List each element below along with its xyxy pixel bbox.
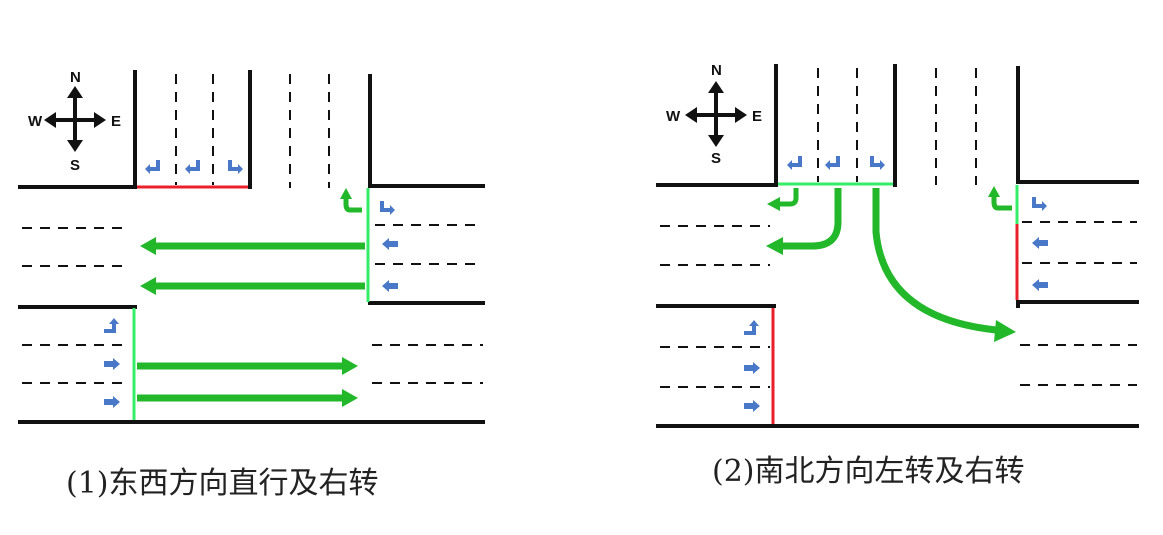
lane-markings	[660, 68, 1137, 388]
flow-arrows	[766, 186, 1016, 342]
turn-arrow-icon	[380, 201, 395, 215]
flow-arrows	[137, 188, 365, 407]
compass-icon: N S W E	[28, 69, 121, 174]
diagram-left: N S W E	[18, 69, 485, 501]
turn-arrow-icon	[744, 320, 759, 335]
straight-arrow-icon	[1032, 279, 1048, 291]
turn-arrow-icon	[870, 156, 885, 170]
compass-south-label: S	[70, 157, 80, 174]
flow-arrow-icon	[343, 198, 362, 213]
flow-arrow-icon	[780, 188, 799, 207]
flow-arrow-icon	[991, 196, 1012, 211]
compass-east-label: E	[111, 113, 121, 130]
road-edges	[18, 70, 485, 424]
straight-arrow-icon	[744, 362, 760, 374]
compass-north-label: N	[70, 69, 81, 86]
compass-north-label: N	[711, 62, 722, 79]
straight-arrow-icon	[382, 238, 398, 250]
flow-arrow-icon	[872, 188, 997, 334]
turn-arrow-icon	[185, 160, 200, 174]
road-edges	[656, 64, 1139, 428]
compass-south-label: S	[711, 150, 721, 167]
turn-arrow-icon	[104, 318, 119, 333]
turn-arrow-icon	[228, 160, 243, 174]
turn-arrow-icon	[787, 156, 802, 170]
flow-arrow-icon	[782, 188, 842, 250]
straight-arrow-icon	[1032, 237, 1048, 249]
straight-arrow-icon	[104, 358, 120, 370]
turn-arrow-icon	[825, 156, 840, 170]
caption-left: (1)东西方向直行及右转	[66, 466, 379, 501]
turn-arrow-icon	[1032, 197, 1047, 211]
compass-east-label: E	[752, 108, 762, 125]
compass-icon: N S W E	[666, 62, 762, 167]
compass-west-label: W	[666, 108, 681, 125]
turn-arrow-icon	[145, 160, 160, 174]
straight-arrow-icon	[104, 396, 120, 408]
caption-right: (2)南北方向左转及右转	[712, 454, 1025, 489]
compass-west-label: W	[28, 113, 43, 130]
lane-markings	[22, 74, 483, 384]
straight-arrow-icon	[744, 400, 760, 412]
diagram-right: N S W E	[656, 62, 1139, 489]
straight-arrow-icon	[382, 280, 398, 292]
